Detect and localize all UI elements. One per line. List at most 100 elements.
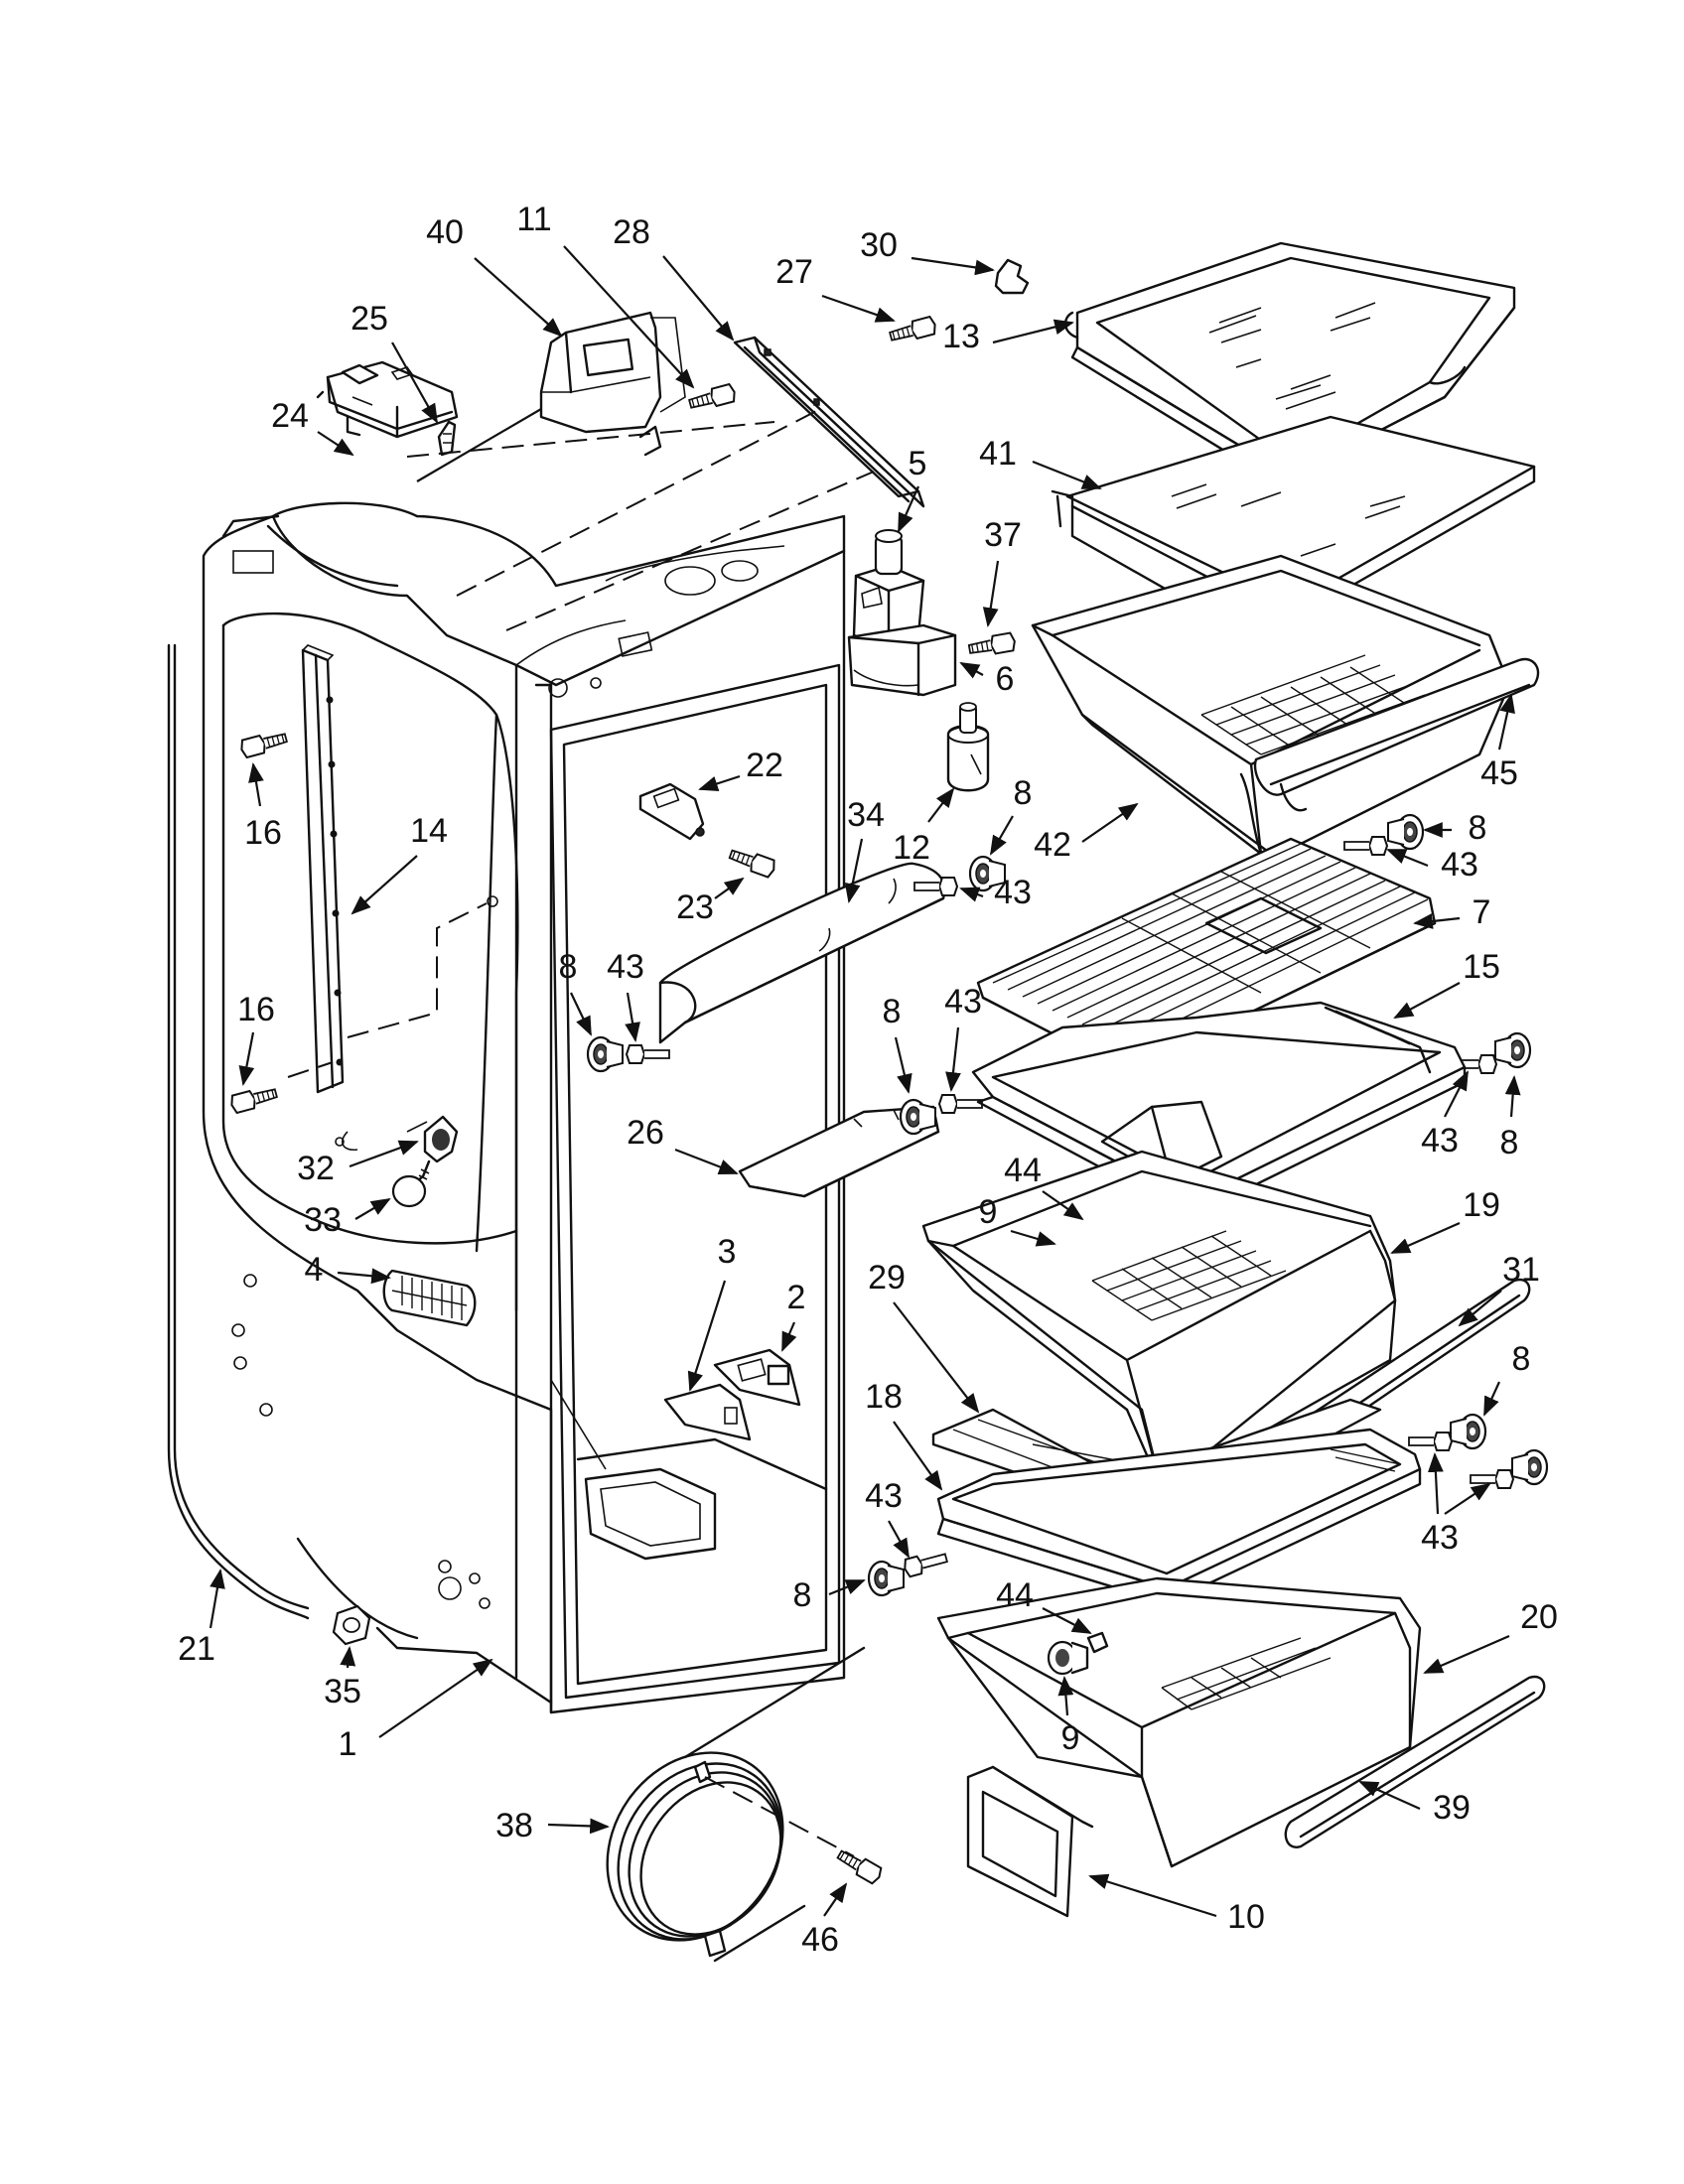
access-plate [966,1765,1094,1918]
callout-26: 26 [627,1114,664,1152]
callout-44-upper: 44 [1004,1152,1042,1189]
callout-9-upper: 9 [979,1193,998,1231]
nut-35 [332,1604,371,1646]
callout-45: 45 [1480,754,1518,792]
callout-34: 34 [847,796,885,834]
callout-13: 13 [942,318,980,355]
callout-5: 5 [909,445,927,482]
control-cover [539,311,686,457]
callout-6: 6 [996,660,1015,698]
roller-8-right-top [1386,813,1425,851]
drain-tube [167,643,310,1620]
callout-31: 31 [1502,1251,1540,1289]
callout-42: 42 [1034,826,1071,864]
drawer-handle-45 [1253,657,1540,812]
damper-housing [847,623,957,697]
roller-8-lower-right-a [1449,1413,1487,1450]
air-vent [382,1269,477,1327]
screw-11 [686,382,738,414]
callout-4: 4 [305,1251,324,1289]
bracket-3 [663,1383,752,1441]
shelf-rail [301,644,345,1094]
axle-43-mid [938,1094,983,1114]
callout-33: 33 [304,1201,342,1239]
callout-18: 18 [865,1378,903,1416]
screw-27 [887,315,938,346]
callout-10: 10 [1227,1898,1265,1936]
callout-30: 30 [860,226,898,264]
callout-44-lower: 44 [996,1576,1034,1614]
bracket-30 [994,258,1030,295]
callout-8-lower-right: 8 [1512,1340,1531,1378]
callout-29: 29 [868,1259,906,1297]
callout-15: 15 [1463,948,1500,986]
callout-43-lower-left: 43 [865,1477,903,1515]
callout-37: 37 [984,516,1022,554]
shelf-frame-18 [936,1428,1422,1605]
callout-20: 20 [1520,1598,1558,1636]
callout-14: 14 [410,812,448,850]
callout-8-lower-left: 8 [793,1576,812,1614]
axle-43-right-top [1343,836,1388,856]
callout-12: 12 [893,829,930,867]
callout-21: 21 [178,1630,215,1668]
water-filter [946,702,990,792]
callout-16-top: 16 [244,814,282,852]
roller-8-lower-left [867,1560,906,1597]
callout-3: 3 [718,1233,737,1271]
callout-7: 7 [1473,893,1491,931]
callout-1: 1 [339,1725,357,1763]
callout-32: 32 [297,1150,335,1187]
callout-23: 23 [676,888,714,926]
callout-43-left: 43 [607,948,644,986]
callout-46: 46 [801,1921,839,1959]
callout-43-lower-right: 43 [1421,1519,1459,1557]
callout-11: 11 [516,201,551,238]
callout-28: 28 [613,213,650,251]
callout-40: 40 [426,213,464,251]
screw-46 [834,1845,885,1886]
callout-layer: 40 11 28 27 30 13 25 24 5 41 37 6 45 16 … [178,201,1558,1959]
bracket-22 [638,782,705,841]
water-tube-coil [606,1646,866,1963]
callout-8-right-mid: 8 [1500,1124,1519,1161]
callout-43-mid: 43 [944,983,982,1021]
callout-16-bottom: 16 [237,991,275,1028]
axle-43-lower-left [901,1548,950,1579]
callout-2: 2 [787,1279,806,1316]
roller-8-right-mid [1493,1031,1532,1069]
callout-19: 19 [1463,1186,1500,1224]
callout-25: 25 [351,300,388,338]
callout-43-right-top: 43 [1441,846,1478,884]
callout-22: 22 [746,747,783,784]
callout-41: 41 [979,435,1017,473]
callout-38: 38 [495,1807,533,1844]
refrigerator-liner [202,501,846,1714]
glass-shelf-41 [1051,415,1536,662]
wire-shelf [976,837,1437,1074]
axle-43-lower-right-a [1408,1432,1453,1451]
clip-25 [437,420,457,457]
callout-8-left: 8 [559,948,578,986]
trim-rail [733,336,925,508]
callout-8-center: 8 [1014,774,1033,812]
callout-8-mid: 8 [883,993,902,1030]
roller-9-lower [1047,1631,1109,1676]
crisper-drawer-top [1031,554,1511,856]
callout-24: 24 [271,397,309,435]
light-bulb [391,1160,431,1208]
callout-9-lower: 9 [1061,1719,1080,1757]
callout-35: 35 [324,1673,361,1710]
roller-8-lower-right-b [1510,1448,1549,1486]
callout-8-right-top: 8 [1469,809,1487,847]
screw-37 [966,631,1018,659]
axle-43-lower-right-b [1470,1469,1514,1489]
bracket-2 [713,1348,801,1407]
light-socket [335,1115,459,1163]
callout-43-right-mid: 43 [1421,1122,1459,1160]
drawer-handle-39 [1284,1675,1546,1848]
callout-43-center: 43 [994,874,1032,911]
callout-27: 27 [775,253,813,291]
control-housing [316,360,459,439]
